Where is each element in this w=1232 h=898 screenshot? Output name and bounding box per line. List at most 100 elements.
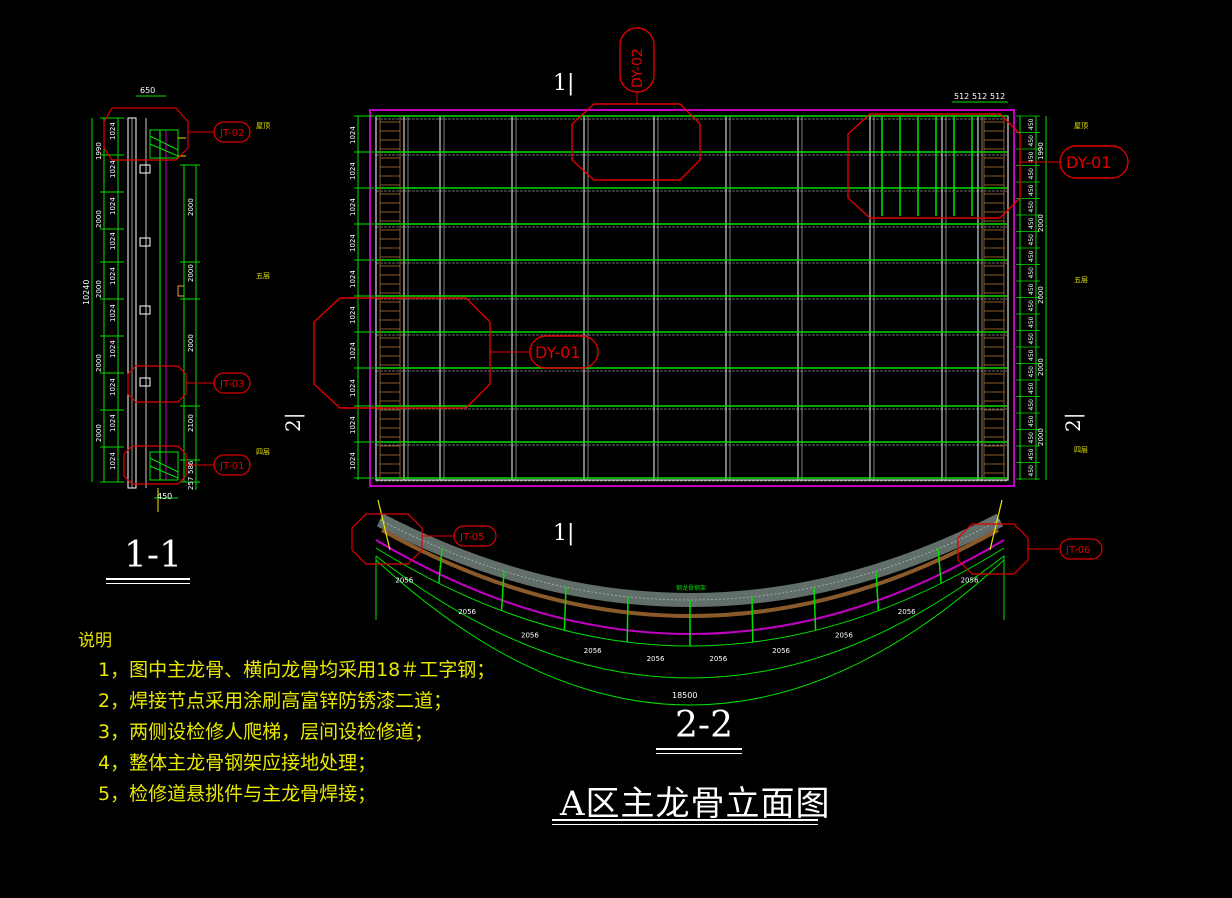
arc-rib — [875, 571, 880, 611]
dim-1024-l4: 1024 — [109, 232, 117, 250]
arc-rib — [500, 571, 505, 611]
elevation-view: 1024102410241024102410241024102410241024… — [281, 27, 1129, 546]
dim-18500: 18500 — [672, 691, 697, 700]
main-title: A区主龙骨立面图 — [560, 784, 831, 824]
notes-item-3: 3，两侧设检修人爬梯，层间设检修道； — [98, 721, 434, 743]
dim-1024-elev: 1024 — [349, 416, 357, 434]
dim-450-elev: 450 — [1028, 283, 1035, 295]
dim-2056: 2056 — [835, 632, 853, 640]
dim-2056: 2056 — [521, 632, 539, 640]
dim-450-elev: 450 — [1028, 217, 1035, 229]
callout-jt-05: JT-05 — [459, 532, 484, 543]
notes-heading: 说明 — [78, 631, 112, 651]
dim-450-elev: 450 — [1028, 432, 1035, 444]
dim-257-r: 257 — [187, 477, 195, 490]
dim-2000-r3: 2000 — [187, 334, 195, 352]
dim-450-elev: 450 — [1028, 300, 1035, 312]
callout-jt-06: JT-06 — [1065, 545, 1090, 556]
dim-650: 650 — [140, 86, 155, 95]
dim-450-elev: 450 — [1028, 465, 1035, 477]
main-title-underline — [552, 819, 818, 821]
level-five-2: 五层 — [1074, 276, 1088, 284]
dim-1024-l8: 1024 — [109, 378, 117, 396]
section-mark-1-bottom: 1| — [553, 521, 574, 546]
dim-1024-elev: 1024 — [349, 452, 357, 470]
main-title-underline-2 — [552, 824, 818, 825]
dim-2056: 2056 — [395, 577, 413, 585]
arc-rib — [438, 548, 443, 584]
section-1-1-underline-2 — [106, 583, 190, 584]
dim-1024-elev: 1024 — [349, 379, 357, 397]
dim-2056: 2056 — [961, 577, 979, 585]
dim-1024-l1: 1024 — [109, 122, 117, 140]
dim-512-a: 512 — [954, 92, 969, 101]
dim-1024-elev: 1024 — [349, 162, 357, 180]
dim-450-elev: 450 — [1028, 415, 1035, 427]
dim-1024-l2: 1024 — [109, 160, 117, 178]
level-four-1: 四层 — [256, 448, 270, 456]
level-roof-1: 屋顶 — [256, 122, 270, 130]
dim-2056: 2056 — [898, 608, 916, 616]
dim-2056: 2056 — [709, 655, 727, 663]
section-mark-1-top: 1| — [553, 71, 574, 96]
dim-2056: 2056 — [772, 647, 790, 655]
dim-450-elev: 450 — [1028, 333, 1035, 345]
section-1-1-view: 650 10240 1024 1990 1024 2000 1024 1024 … — [82, 86, 270, 512]
dim-450-elev: 450 — [1028, 382, 1035, 394]
dim-1024-l9: 1024 — [109, 414, 117, 432]
dim-1024-elev: 1024 — [349, 126, 357, 144]
section-2-2-underline-2 — [656, 753, 742, 754]
arc-rib — [813, 587, 817, 631]
dim-1024-l10: 1024 — [109, 452, 117, 470]
section-2-2-underline — [656, 748, 742, 750]
section-2-2-title: 2-2 — [675, 705, 733, 746]
dim-1024-elev: 1024 — [349, 306, 357, 324]
dim-2100-r: 2100 — [187, 414, 195, 432]
dim-1024-elev: 1024 — [349, 198, 357, 216]
dim-512-c: 512 — [990, 92, 1005, 101]
dim-450: 450 — [157, 492, 172, 501]
callout-jt-02: JT-02 — [219, 128, 244, 139]
dim-2000-e2: 2000 — [1037, 286, 1045, 304]
arc-rib — [751, 596, 754, 643]
dim-2000-l4: 2000 — [95, 424, 103, 442]
arc-rib — [563, 587, 567, 631]
level-roof-2: 屋顶 — [1074, 122, 1088, 130]
notes-item-4: 4，整体主龙骨钢架应接地处理； — [98, 752, 377, 774]
notes-item-2: 2，焊接节点采用涂刷高富锌防锈漆二道； — [98, 690, 453, 712]
section-mark-2-right: 2| — [1061, 413, 1086, 432]
dim-450-elev: 450 — [1028, 267, 1035, 279]
dim-2000-l3: 2000 — [95, 354, 103, 372]
dim-1990-r: 1990 — [1037, 142, 1045, 160]
dim-450-elev: 450 — [1028, 250, 1035, 262]
dim-450-elev: 450 — [1028, 349, 1035, 361]
callout-dy-02: DY-02 — [630, 48, 646, 88]
dim-450-elev: 450 — [1028, 151, 1035, 163]
dim-1024-l7: 1024 — [109, 340, 117, 358]
callout-jt-03: JT-03 — [219, 379, 244, 390]
dim-2000-r2: 2000 — [187, 264, 195, 282]
dim-1990-l: 1990 — [95, 142, 103, 160]
callout-dy-01-right: DY-01 — [1066, 153, 1111, 172]
dim-2000-e1: 2000 — [1037, 214, 1045, 232]
dim-1024-elev: 1024 — [349, 270, 357, 288]
dim-450-elev: 450 — [1028, 168, 1035, 180]
dim-450-elev: 450 — [1028, 184, 1035, 196]
dim-450-elev: 450 — [1028, 118, 1035, 130]
level-four-2: 四层 — [1074, 446, 1088, 454]
dim-2000-r1: 2000 — [187, 198, 195, 216]
section-1-1-underline — [106, 578, 190, 580]
callout-jt-01: JT-01 — [219, 461, 244, 472]
dim-total-10240: 10240 — [82, 280, 91, 305]
dim-512-b: 512 — [972, 92, 987, 101]
dim-450-elev: 450 — [1028, 135, 1035, 147]
dim-2000-e3: 2000 — [1037, 358, 1045, 376]
dim-1024-elev: 1024 — [349, 234, 357, 252]
dim-2056: 2056 — [458, 608, 476, 616]
dim-2000-l2: 2000 — [95, 280, 103, 298]
dim-586-r: 586 — [187, 460, 195, 474]
section-mark-2-left: 2| — [281, 413, 306, 432]
arc-rib — [937, 548, 942, 584]
